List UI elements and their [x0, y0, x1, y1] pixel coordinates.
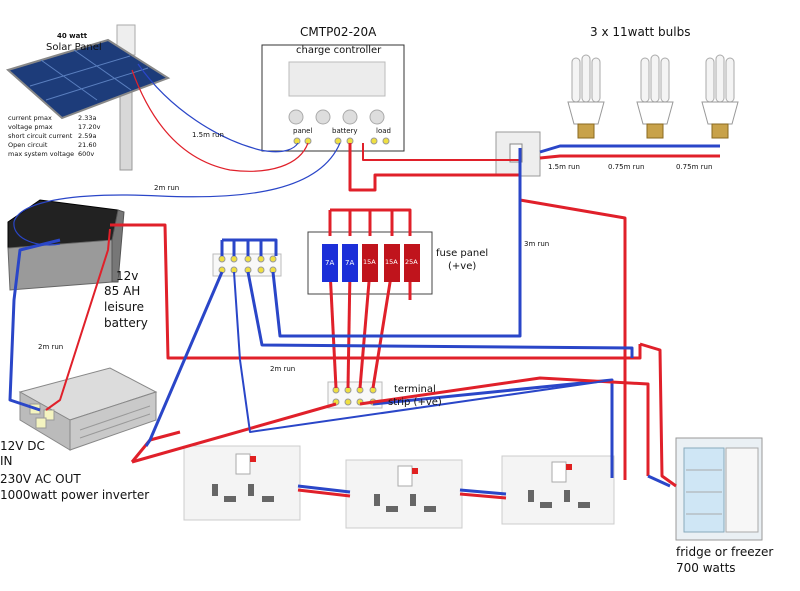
run-panel-controller: 1.5m run [192, 131, 224, 139]
battery-capacity: 85 AH [104, 284, 141, 298]
spec-value: 17.20v [78, 123, 101, 131]
spec-label: short circuit current [8, 132, 73, 140]
run-negative-bus: 2m run [270, 365, 296, 373]
double-sockets [183, 445, 615, 529]
fuses [322, 244, 420, 282]
run-switch-drop: 3m run [524, 240, 550, 248]
run-controller-battery: 2m run [154, 184, 180, 192]
inverter-rating: 1000watt power inverter [0, 488, 150, 502]
panel-spec-table: current pmax 2.33a voltage pmax 17.20v sho… [8, 114, 100, 159]
spec-label: Open circuit [8, 141, 48, 149]
fuse-label-1: 7A [325, 259, 335, 267]
panel-wires [13, 63, 341, 246]
controller-title: charge controller [296, 45, 382, 56]
fuse-label-2: 7A [345, 259, 355, 267]
run-bulb-bulb-1: 0.75m run [608, 163, 645, 171]
fridge-label: fridge or freezer [676, 545, 774, 559]
leisure-battery [7, 199, 125, 291]
spec-value: 600v [78, 150, 95, 158]
terminal-strip-label: terminal [394, 384, 436, 395]
spec-value: 2.59a [78, 132, 97, 140]
spec-label: current pmax [8, 114, 52, 122]
power-inverter [18, 367, 158, 451]
controller-terminal-battery: battery [332, 127, 358, 135]
inverter-input-label: IN [0, 454, 13, 468]
run-switch-bulb: 1.5m run [548, 163, 580, 171]
cfl-bulbs [567, 54, 739, 139]
solar-panel-title: Solar Panel [46, 42, 102, 53]
battery-type: leisure [104, 300, 144, 314]
run-battery-inverter: 2m run [38, 343, 64, 351]
controller-terminal-panel: panel [293, 127, 313, 135]
fuse-label-5: 25A [405, 258, 418, 266]
light-switch [495, 131, 541, 177]
spec-label: voltage pmax [8, 123, 53, 131]
run-bulb-bulb-2: 0.75m run [676, 163, 713, 171]
spec-value: 21.60 [78, 141, 97, 149]
charge-controller [261, 44, 405, 152]
bulbs-title: 3 x 11watt bulbs [590, 25, 691, 39]
fuse-label-4: 15A [385, 258, 398, 266]
fuse-panel-label: fuse panel [436, 248, 489, 259]
controller-model: CMTP02-20A [300, 25, 377, 39]
spec-value: 2.33a [78, 114, 97, 122]
fuse-panel-polarity: (+ve) [448, 261, 477, 272]
fridge [675, 437, 763, 541]
fuse-label-3: 15A [363, 258, 376, 266]
battery-voltage: 12v [116, 269, 139, 283]
inverter-input: 12V DC [0, 439, 45, 453]
controller-terminal-load: load [376, 127, 391, 135]
battery-label: battery [104, 316, 148, 330]
inverter-output: 230V AC OUT [0, 472, 81, 486]
fridge-power: 700 watts [676, 561, 736, 575]
solar-panel-power: 40 watt [57, 32, 88, 40]
terminal-strip-polarity: strip (+ve) [388, 397, 442, 408]
spec-label: max system voltage [8, 150, 75, 158]
solar-panel [5, 24, 171, 171]
negative-bus-bar [212, 253, 282, 277]
